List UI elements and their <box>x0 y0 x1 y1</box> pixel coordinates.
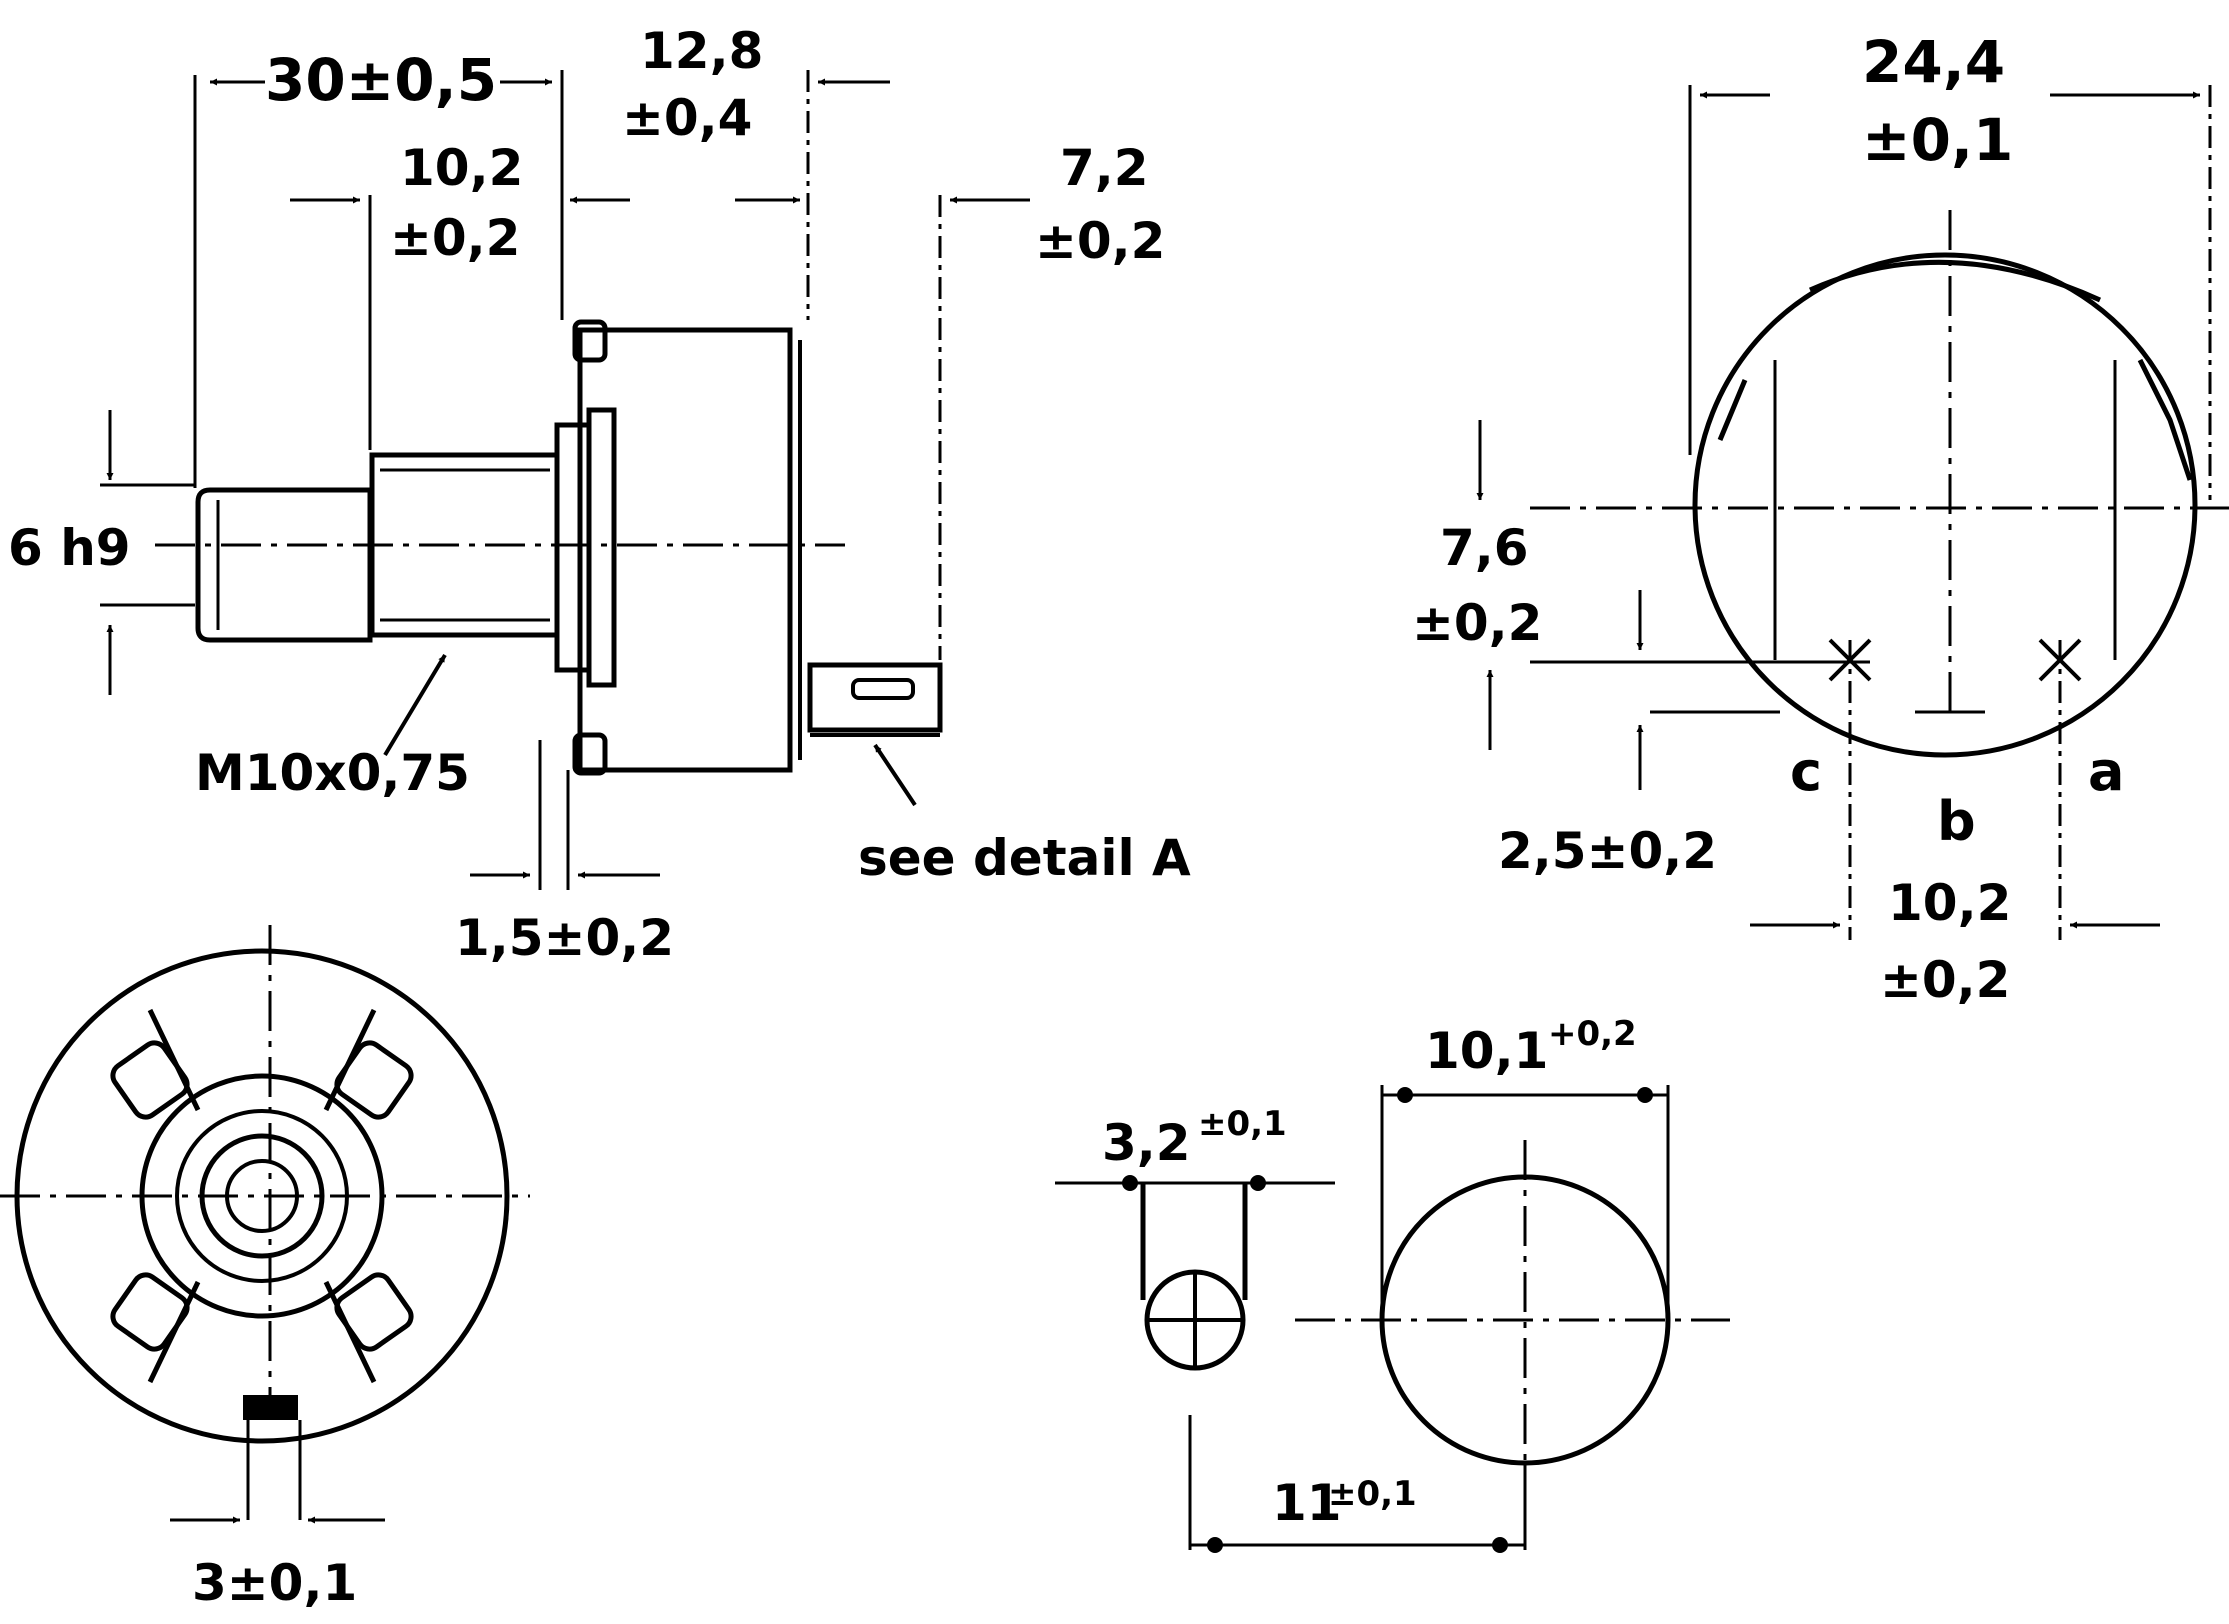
body-depth-tol-label: ±0,4 <box>622 89 752 147</box>
slot-outline <box>1140 1183 1248 1300</box>
terminal-height-label: 2,5±0,2 <box>1498 822 1717 880</box>
shaft <box>195 487 373 643</box>
hole-diameter-label: 10,1 <box>1425 1022 1548 1080</box>
thread-length-label: 10,2 <box>400 139 523 197</box>
thread-spec-label: M10x0,75 <box>195 744 470 802</box>
housing-tab <box>572 319 608 363</box>
shaft-diameter-label: 6 h9 <box>8 519 131 577</box>
housing-outline <box>1692 252 2198 758</box>
diameter-label: 24,4 <box>1862 28 2005 96</box>
terminal-label-a: a <box>2088 740 2124 803</box>
hole-diameter-tol-label: +0,2 <box>1548 1014 1637 1054</box>
flange <box>554 422 592 673</box>
terminal-offset-tol-label: ±0,2 <box>1035 212 1165 270</box>
detail-a: 3,2 ±0,1 10,1 +0,2 11 ±0,1 <box>1055 1014 1730 1553</box>
terminal-offset-label: 7,2 <box>1060 139 1149 197</box>
tab-width-label: 3±0,1 <box>192 1554 357 1612</box>
hole-offset-label: 11 <box>1272 1474 1342 1532</box>
see-detail-label: see detail A <box>858 829 1191 887</box>
height-tol-label: ±0,2 <box>1412 594 1542 652</box>
mounting-lug <box>334 1272 414 1352</box>
terminal-spacing-label: 10,2 <box>1888 874 2011 932</box>
slot-width-tol-label: ±0,1 <box>1198 1104 1287 1144</box>
body-depth-label: 12,8 <box>640 22 763 80</box>
overall-length-label: 30±0,5 <box>265 46 497 114</box>
slot-width-label: 3,2 <box>1102 1114 1191 1172</box>
mounting-lug <box>110 1272 190 1352</box>
terminal-label-b: b <box>1937 790 1976 853</box>
terminal-label-c: c <box>1790 740 1822 803</box>
thread-length-tol-label: ±0,2 <box>390 209 520 267</box>
mounting-lug <box>334 1040 414 1120</box>
front-view: 3±0,1 <box>0 925 530 1612</box>
housing-tab <box>572 732 608 776</box>
threaded-bushing <box>369 452 560 638</box>
side-view: 30±0,5 12,8 ±0,4 10,2 ±0,2 7,2 ±0,2 6 h9… <box>8 22 1191 967</box>
height-label: 7,6 <box>1440 519 1529 577</box>
solder-terminal <box>807 662 943 733</box>
housing-body <box>577 327 793 773</box>
diameter-tol-label: ±0,1 <box>1862 106 2013 174</box>
flange-thickness-label: 1,5±0,2 <box>455 909 674 967</box>
rear-view: 24,4 ±0,1 7,6 ±0,2 2,5±0,2 10,2 ±0,2 c b… <box>1412 28 2229 1009</box>
hole-offset-tol-label: ±0,1 <box>1328 1474 1417 1514</box>
mounting-lug <box>110 1040 190 1120</box>
terminal-spacing-tol-label: ±0,2 <box>1880 951 2010 1009</box>
